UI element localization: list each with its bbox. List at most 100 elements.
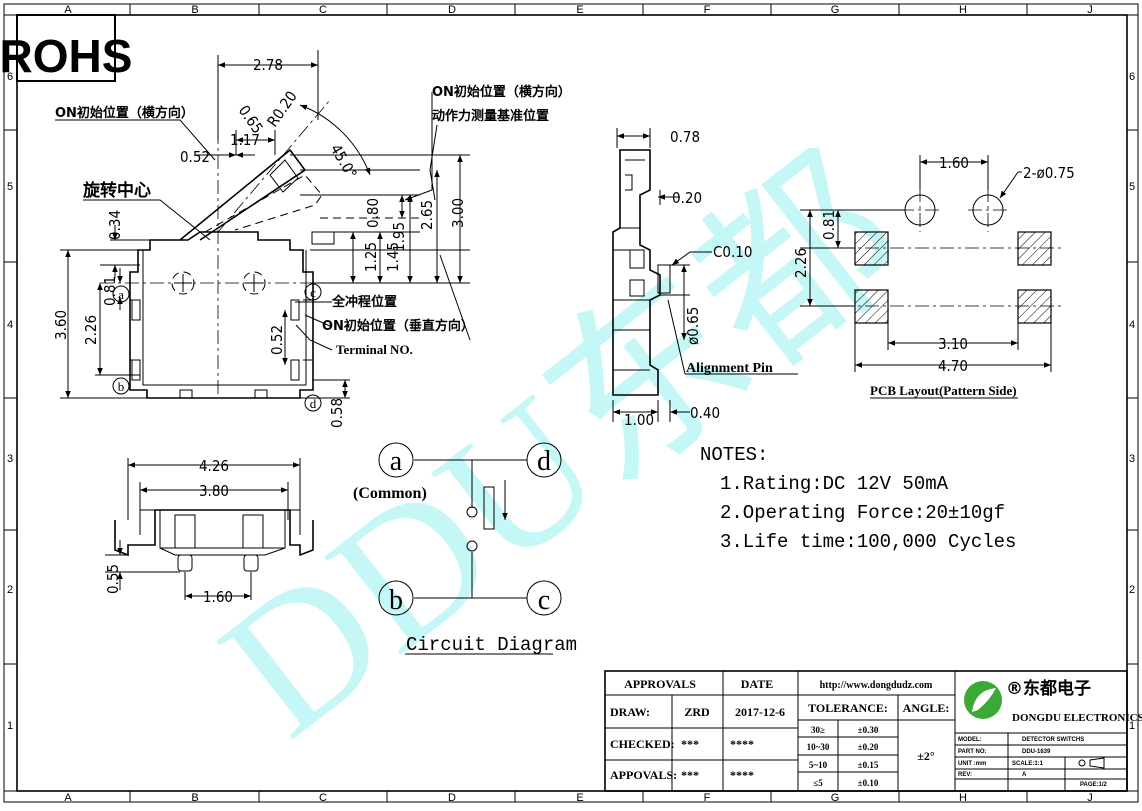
grid-col-top-C: C xyxy=(319,4,327,16)
dim-0-81: 0.81 xyxy=(101,276,119,306)
dim-0-40: 0.40 xyxy=(690,404,720,422)
note-2: 2.Operating Force:20±10gf xyxy=(720,502,1005,524)
tb-checked: CHECKED: xyxy=(610,737,675,751)
dim-holes: 2-ø0.75 xyxy=(1023,164,1075,182)
tb-date: DATE xyxy=(741,677,773,691)
tb-model-value: DETECTOR SWITCHS xyxy=(1022,737,1084,743)
dim-0-78: 0.78 xyxy=(670,128,700,146)
grid-row-left-3: 3 xyxy=(7,453,13,465)
dim-1-45: 1.45 xyxy=(384,242,402,272)
grid-row-left-1: 1 xyxy=(7,720,13,732)
rohs-badge xyxy=(16,14,116,82)
tb-appovals: APPOVALS: xyxy=(610,768,677,782)
dim-2-26-pcb: 2.26 xyxy=(792,248,810,278)
tb-appovals-name: *** xyxy=(681,768,699,782)
grid-col-top-A: A xyxy=(64,4,72,16)
company-name-en: DONGDU ELECTRONICS xyxy=(1012,712,1142,724)
dim-1-60-pcb: 1.60 xyxy=(939,154,969,172)
tolerance-value-3: ±0.10 xyxy=(858,778,879,788)
dim-c0-10: C0.10 xyxy=(713,243,752,261)
grid-row-right-3: 3 xyxy=(1129,453,1135,465)
dim-3-10: 3.10 xyxy=(938,335,968,353)
dim-3-00: 3.00 xyxy=(449,198,467,228)
grid-col-bottom-H: H xyxy=(959,792,967,804)
rohs-label: ROHS xyxy=(0,30,132,82)
grid-col-bottom-F: F xyxy=(704,792,711,804)
outer-border xyxy=(3,3,1139,803)
dim-4-26: 4.26 xyxy=(199,457,229,475)
dim-0-55: 0.55 xyxy=(104,564,122,594)
tolerance-value-2: ±0.15 xyxy=(858,760,879,770)
circuit-node-b: b xyxy=(389,585,403,616)
grid-col-bottom-J: J xyxy=(1087,792,1093,804)
label-on-initial-horizontal-right: ON初始位置（横方向） xyxy=(432,84,571,100)
tolerance-range-0: 30≥ xyxy=(811,725,825,735)
circuit-node-c: c xyxy=(538,585,550,616)
terminal-d-label: d xyxy=(310,396,317,411)
circuit-common-label: (Common) xyxy=(353,485,427,502)
label-on-initial-horizontal-left: ON初始位置（横方向） xyxy=(55,105,194,121)
tb-part-key: PART NO: xyxy=(958,749,987,755)
dim-3-80: 3.80 xyxy=(199,482,229,500)
inner-border xyxy=(16,14,1128,792)
note-1: 1.Rating:DC 12V 50mA xyxy=(720,473,949,495)
tb-rev-value: A xyxy=(1022,772,1027,778)
company-name-cn: ®东都电子 xyxy=(1006,678,1091,699)
grid-col-top-E: E xyxy=(576,4,583,16)
grid-col-top-G: G xyxy=(831,4,840,16)
dim-3-60: 3.60 xyxy=(52,310,70,340)
label-alignment-pin: Alignment Pin xyxy=(686,361,773,376)
grid-col-bottom-A: A xyxy=(64,792,72,804)
dim-0-58: 0.58 xyxy=(328,398,346,428)
dim-1-00: 1.00 xyxy=(624,411,654,429)
tb-tolerance: TOLERANCE: xyxy=(808,701,888,715)
grid-col-top-B: B xyxy=(191,4,198,16)
notes: NOTES: 1.Rating:DC 12V 50mA 2.Operating … xyxy=(700,444,1016,553)
tb-draw: DRAW: xyxy=(610,705,650,719)
pcb-pad-2 xyxy=(1017,231,1052,266)
title-block: APPROVALS DATE http://www.dongdudz.com D… xyxy=(604,670,1142,792)
tolerance-value-1: ±0.20 xyxy=(858,742,879,752)
note-3: 3.Life time:100,000 Cycles xyxy=(720,531,1016,553)
grid-row-right-5: 5 xyxy=(1129,181,1135,193)
profile-view: 0.78 0.20 C0.10 ø0.65 1.00 0.40 Alignmen… xyxy=(612,128,798,429)
tb-scale: SCALE:1:1 xyxy=(1012,761,1044,767)
dim-1-95: 1.95 xyxy=(390,222,408,252)
label-rotation-center: 旋转中心 xyxy=(82,180,151,201)
label-on-initial-vertical: ON初始位置（垂直方向） xyxy=(322,318,474,334)
grid-col-top-H: H xyxy=(959,4,967,16)
terminal-c-label: c xyxy=(310,285,316,300)
circuit-node-a: a xyxy=(390,446,403,477)
grid-col-top-F: F xyxy=(704,4,711,16)
label-terminal-no: Terminal NO. xyxy=(336,342,413,357)
dim-0-34: 0.34 xyxy=(106,210,124,240)
dim-0-20: 0.20 xyxy=(672,189,702,207)
pcb-title: PCB Layout(Pattern Side) xyxy=(870,383,1017,398)
dim-4-70: 4.70 xyxy=(938,357,968,375)
dim-2-78: 2.78 xyxy=(253,56,283,74)
notes-title: NOTES: xyxy=(700,444,768,466)
projection-symbol-icon xyxy=(1078,757,1105,769)
tb-checked-date: **** xyxy=(730,737,754,751)
tb-draw-name: ZRD xyxy=(684,705,710,719)
dim-1-25: 1.25 xyxy=(362,242,380,272)
tb-unit: UNIT :mm xyxy=(958,761,986,767)
grid-row-right-4: 4 xyxy=(1129,319,1135,331)
circuit-node-d: d xyxy=(537,446,551,477)
tb-draw-date: 2017-12-6 xyxy=(735,705,785,719)
tolerance-range-3: ≤5 xyxy=(813,778,823,788)
tb-rev-key: REV: xyxy=(958,772,972,778)
tb-model-key: MODEL: xyxy=(958,737,982,743)
dim-1-17: 1.17 xyxy=(230,131,260,149)
grid-col-top-D: D xyxy=(448,4,456,16)
dim-2-65: 2.65 xyxy=(418,200,436,230)
dim-1-60-front: 1.60 xyxy=(203,588,233,606)
front-view: 4.26 3.80 0.55 1.60 xyxy=(104,457,314,606)
tolerance-value-0: ±0.30 xyxy=(858,725,879,735)
tolerance-range-1: 10~30 xyxy=(807,742,830,752)
